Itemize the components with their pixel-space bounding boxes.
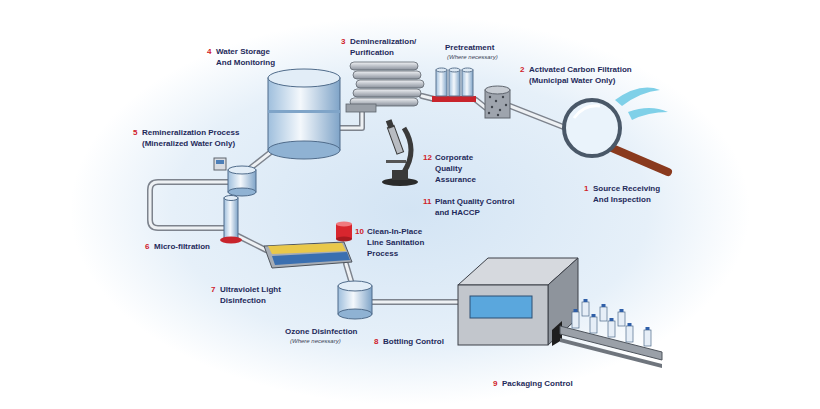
callout-number: 1	[584, 183, 588, 194]
stage-label: Remineralization Process (Mineralized Wa…	[142, 127, 260, 149]
callout-number: 9	[493, 378, 497, 389]
stage-label: Ozone Disinfection	[285, 326, 357, 337]
callout-number: 4	[207, 46, 211, 57]
stage-label: Source Receiving And Inspection	[593, 183, 675, 205]
callout-number: 3	[341, 36, 345, 47]
stage-label: Plant Quality Control and HACCP	[435, 196, 525, 218]
callout-number: 11	[423, 196, 431, 207]
stage-label: Bottling Control	[383, 336, 444, 347]
note-label: (Where necessary)	[447, 53, 498, 61]
callout-number: 8	[374, 336, 378, 347]
callout-number: 12	[423, 152, 432, 163]
stage-label: Corporate Quality Assurance	[435, 152, 487, 185]
callout-number: 2	[520, 64, 524, 75]
stage-label: Micro-filtration	[154, 241, 210, 252]
callout-number: 6	[145, 241, 149, 252]
stage-label: Activated Carbon Filtration (Municipal W…	[529, 64, 657, 86]
stage-label: Pretreatment	[445, 42, 494, 53]
callout-number: 10	[355, 226, 364, 237]
callout-number: 7	[211, 284, 215, 295]
stage-label: Ultraviolet Light Disinfection	[220, 284, 300, 306]
stage-label: Water Storage And Monitoring	[216, 46, 284, 68]
note-label: (Where necessary)	[290, 337, 341, 345]
stage-label: Clean-In-Place Line Sanitation Process	[367, 226, 439, 259]
stage-label: Demineralization/ Purification	[350, 36, 434, 58]
stage-label: Packaging Control	[502, 378, 573, 389]
callout-number: 5	[133, 127, 137, 138]
